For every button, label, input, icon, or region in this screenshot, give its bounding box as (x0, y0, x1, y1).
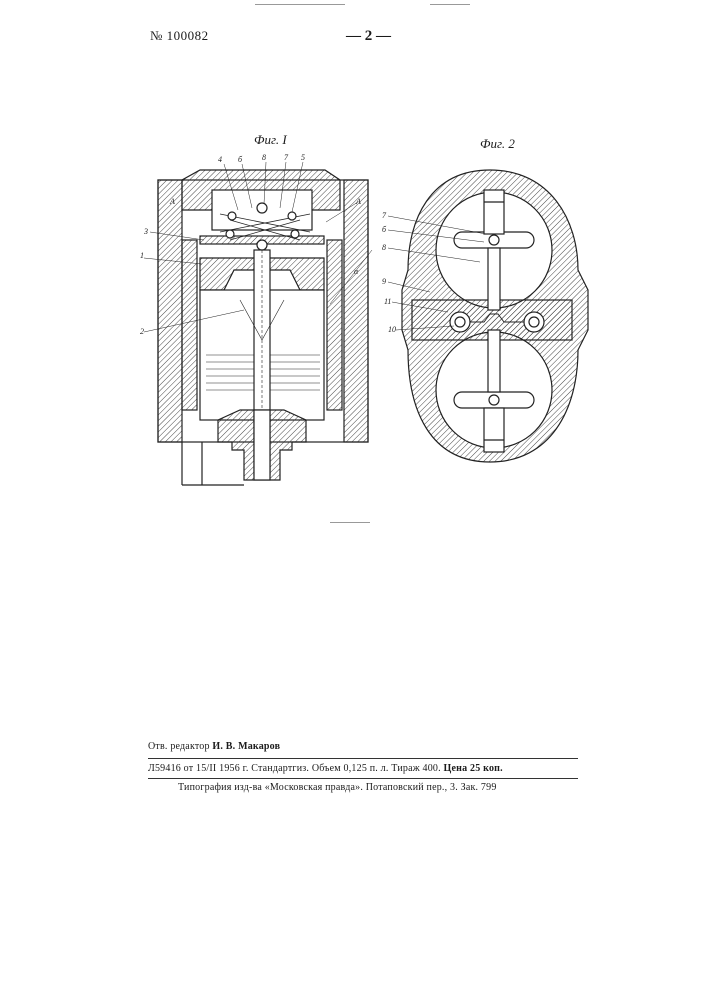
order-line: Л59416 от 15/II 1956 г. Стандартгиз. Объ… (148, 763, 503, 774)
footer-rule-top (148, 758, 578, 759)
fig2-label-6: б (382, 225, 387, 234)
fig1-label-8: 8 (262, 153, 266, 162)
fig1-label-3: 3 (143, 227, 148, 236)
fig2-label-9: 9 (382, 277, 386, 286)
fig1-label-5: 5 (301, 153, 305, 162)
patent-number: № 100082 (150, 28, 209, 44)
fig1-label-6: б (238, 155, 243, 164)
valve-body-outline (144, 162, 372, 485)
scan-mark (330, 522, 370, 523)
editor-prefix: Отв. редактор (148, 741, 210, 752)
editor-name: И. В. Макаров (212, 741, 280, 752)
order-details: Л59416 от 15/II 1956 г. Стандартгиз. Объ… (148, 763, 441, 774)
footer-rule-bottom (148, 778, 578, 779)
scan-mark (430, 4, 470, 5)
fig1-label-a-left: А (169, 197, 175, 206)
fig1-label-4: 4 (218, 155, 222, 164)
fig2-label-8: 8 (382, 243, 386, 252)
editor-line: Отв. редактор И. В. Макаров (148, 741, 280, 752)
figure-2-drawing: 7 б 8 9 11 10 (410, 150, 590, 480)
fig1-label-1: 1 (140, 251, 144, 260)
price: Цена 25 коп. (444, 763, 503, 774)
fig1-label-2: 2 (140, 327, 144, 336)
figure-1-drawing: 4 б 8 7 5 А А 3 1 2 α (140, 150, 380, 495)
printer-line: Типография изд-ва «Московская правда». П… (178, 782, 497, 793)
fig1-label-a-right: А (355, 197, 361, 206)
fig2-label-11: 11 (384, 297, 391, 306)
housing-plan-outline (388, 170, 588, 462)
page-number: — 2 — (346, 28, 391, 45)
fig1-label-7: 7 (284, 153, 289, 162)
fig2-label-7: 7 (382, 211, 387, 220)
fig2-label-10: 10 (388, 325, 396, 334)
scan-mark (255, 4, 345, 5)
figure-1-caption: Фиг. I (254, 132, 287, 148)
